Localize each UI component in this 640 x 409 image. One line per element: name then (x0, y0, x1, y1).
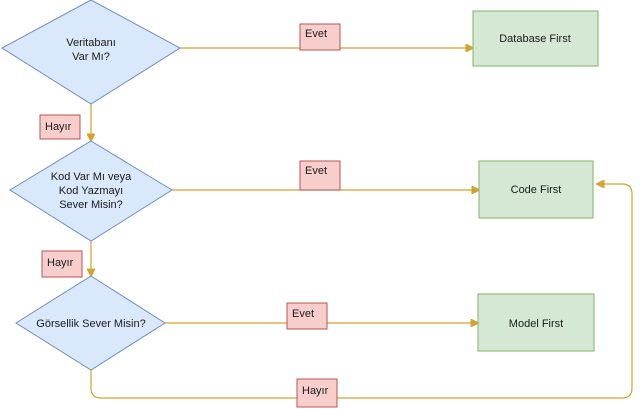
decision-veritabani[interactable]: Veritabanı Var Mı? (1, 0, 181, 105)
label-d2-no-text: Hayır (47, 257, 74, 269)
outcome-model-first-label: Model First (509, 318, 563, 330)
decision-kod-var-mi[interactable]: Kod Var Mı veya Kod Yazmayı Sever Misin? (9, 140, 173, 242)
label-d3-yes: Evet (286, 302, 328, 330)
decision-gorsellik-line-1: Görsellik Sever Misin? (36, 318, 145, 330)
decision-veritabani-line-1: Veritabanı (66, 37, 116, 49)
label-d2-yes: Evet (299, 160, 341, 191)
outcome-database-first-label: Database First (499, 33, 571, 45)
outcome-code-first-label: Code First (511, 184, 562, 196)
label-d1-yes: Evet (299, 23, 341, 51)
label-d1-no: Hayır (39, 114, 81, 140)
outcome-model-first[interactable]: Model First (477, 293, 595, 352)
label-d3-yes-text: Evet (292, 308, 314, 320)
decision-veritabani-line-2: Var Mı? (72, 51, 110, 63)
outcome-database-first[interactable]: Database First (472, 10, 599, 67)
label-d3-no-text: Hayır (302, 385, 329, 397)
decision-kod-var-mi-line-3: Sever Misin? (59, 199, 123, 211)
label-d1-yes-text: Evet (305, 28, 327, 40)
outcome-code-first[interactable]: Code First (478, 160, 594, 219)
decision-gorsellik[interactable]: Görsellik Sever Misin? (15, 275, 166, 371)
edge-d3-no (90, 184, 633, 399)
label-d3-no: Hayır (296, 378, 338, 408)
decision-kod-var-mi-line-2: Kod Yazmayı (59, 185, 123, 197)
decision-kod-var-mi-line-1: Kod Var Mı veya (51, 171, 132, 183)
label-d2-yes-text: Evet (305, 165, 327, 177)
label-d2-no: Hayır (41, 250, 83, 278)
label-d1-no-text: Hayır (45, 121, 72, 133)
